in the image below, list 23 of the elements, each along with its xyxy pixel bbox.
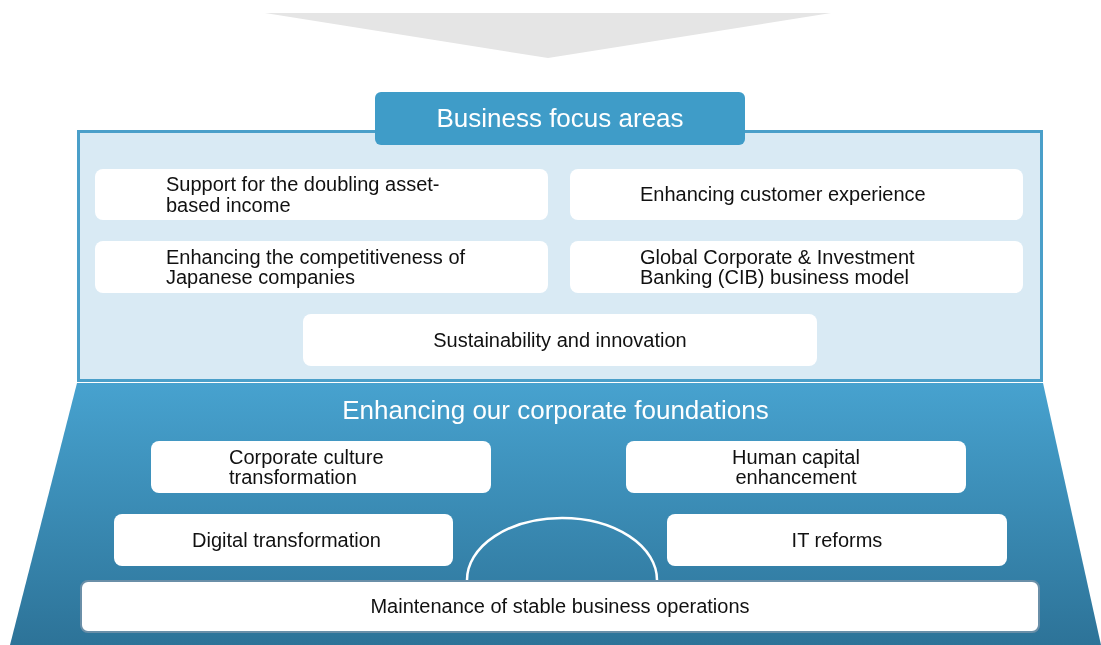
item-text: Enhancing customer experience (640, 184, 926, 205)
item-text: Enhancing the competitiveness of Japanese companies (166, 246, 467, 288)
item-text: Support for the doubling asset-based income (166, 174, 441, 215)
focus-area-panel (77, 92, 1043, 382)
item-text: Digital transformation (192, 529, 381, 551)
section-heading: Enhancing our corporate foundations (341, 395, 770, 426)
item-text: Human capital enhancement (731, 446, 861, 488)
item-text: Sustainability and innovation (433, 329, 687, 351)
item-card (95, 241, 548, 293)
panel-heading: Business focus areas (375, 92, 745, 145)
item-card (151, 441, 491, 493)
item-text: Maintenance of stable business operations (370, 596, 750, 617)
item-card (570, 241, 1023, 293)
item-card (95, 169, 548, 220)
item-card (570, 169, 1023, 220)
item-card (626, 441, 966, 493)
item-text: Global Corporate & Investment Banking (CIB) business model (640, 246, 916, 288)
item-card (303, 314, 817, 366)
item-card (80, 580, 1040, 633)
item-text: Corporate culture transformation (229, 446, 385, 488)
item-text: IT reforms (791, 529, 883, 551)
item-card (114, 514, 453, 566)
item-card (667, 514, 1007, 566)
